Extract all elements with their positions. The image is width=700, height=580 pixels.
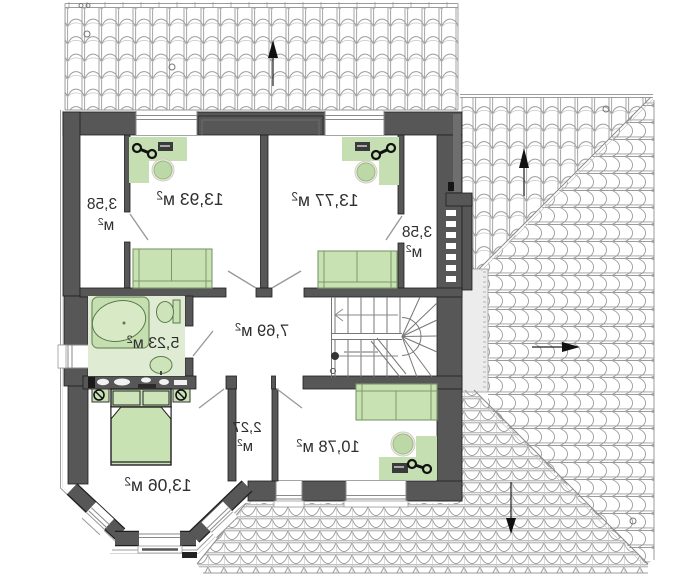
svg-text:3,58: 3,58 bbox=[87, 196, 117, 213]
svg-text:13,93 м2: 13,93 м2 bbox=[156, 188, 224, 209]
svg-text:10,78 м2: 10,78 м2 bbox=[296, 438, 359, 456]
svg-text:13,06 м2: 13,06 м2 bbox=[124, 474, 192, 495]
svg-text:3,58: 3,58 bbox=[402, 224, 432, 241]
svg-text:5,23 м2: 5,23 м2 bbox=[127, 334, 180, 352]
svg-text:2,27: 2,27 bbox=[232, 419, 261, 436]
svg-text:13,77 м2: 13,77 м2 bbox=[291, 189, 359, 210]
svg-text:7,69 м2: 7,69 м2 bbox=[235, 322, 289, 340]
